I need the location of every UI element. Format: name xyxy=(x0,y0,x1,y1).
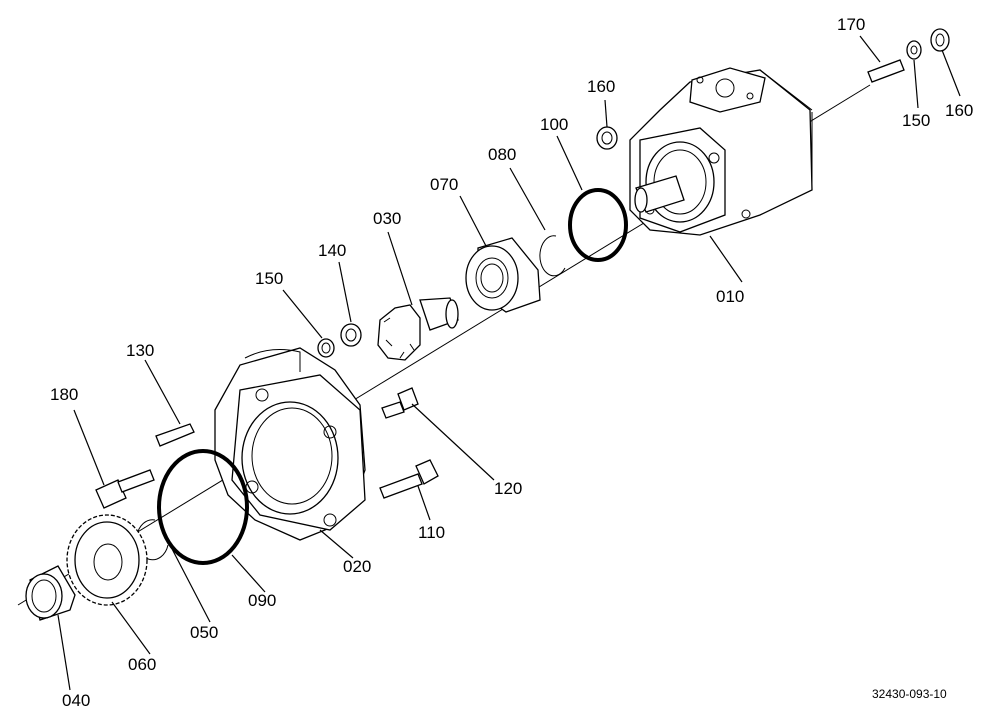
gear-060 xyxy=(66,514,148,606)
label-040: 040 xyxy=(62,691,90,710)
leader-lines xyxy=(57,35,961,691)
label-020: 020 xyxy=(343,557,371,576)
label-100: 100 xyxy=(540,115,568,134)
stud-170 xyxy=(867,59,905,83)
gear-shaft-030 xyxy=(377,297,459,361)
label-150-left: 150 xyxy=(255,269,283,288)
label-070: 070 xyxy=(430,175,458,194)
label-110: 110 xyxy=(418,523,445,542)
nut-160-left xyxy=(596,126,618,150)
label-080: 080 xyxy=(488,145,516,164)
pump-body-010 xyxy=(629,67,813,236)
label-090: 090 xyxy=(248,591,276,610)
part-labels: 010 020 030 040 050 060 070 080 090 100 … xyxy=(50,15,973,710)
nut-160-right xyxy=(930,28,950,52)
bolt-180 xyxy=(95,469,155,509)
bolt-120 xyxy=(381,387,419,419)
label-160-right: 160 xyxy=(945,101,973,120)
bushing-040 xyxy=(25,565,76,621)
o-ring-090 xyxy=(157,449,249,565)
label-060: 060 xyxy=(128,655,156,674)
label-170: 170 xyxy=(837,15,865,34)
snap-ring-080 xyxy=(539,235,566,277)
label-130: 130 xyxy=(126,341,154,360)
label-030: 030 xyxy=(373,209,401,228)
stud-130 xyxy=(155,423,195,447)
collar-140 xyxy=(340,323,362,347)
washer-150-right xyxy=(906,40,922,60)
label-050: 050 xyxy=(190,623,218,642)
bearing-070 xyxy=(465,237,541,313)
label-150-right: 150 xyxy=(902,111,930,130)
o-ring-100 xyxy=(568,188,628,262)
label-010: 010 xyxy=(716,287,744,306)
bolt-110 xyxy=(379,459,439,499)
label-160-left: 160 xyxy=(587,77,615,96)
diagram-reference-code: 32430-093-10 xyxy=(872,687,947,701)
housing-020 xyxy=(214,347,366,541)
label-120: 120 xyxy=(494,479,522,498)
label-180: 180 xyxy=(50,385,78,404)
washer-150-left xyxy=(317,338,335,358)
label-140: 140 xyxy=(318,241,346,260)
